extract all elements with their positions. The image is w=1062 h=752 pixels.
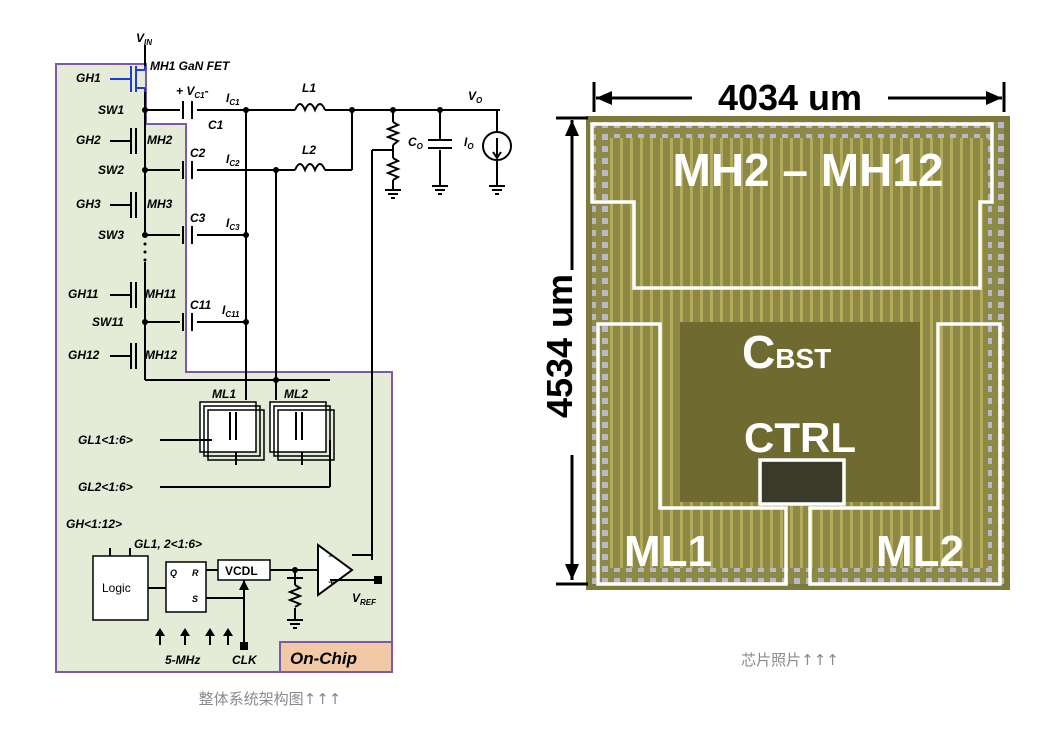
cap-label-c2: C2 <box>190 146 206 160</box>
on-chip-label: On-Chip <box>290 649 357 668</box>
ml1-region-outline <box>596 322 788 586</box>
ml1-block <box>199 401 265 461</box>
gate-label-gh11: GH11 <box>68 287 99 301</box>
ml1-chip-label: ML1 <box>624 527 712 576</box>
gl-bus-label: GL1, 2<1:6> <box>134 537 202 551</box>
co-label: CO <box>408 135 424 151</box>
logic-block <box>92 555 149 621</box>
ml2-label: ML2 <box>284 387 308 401</box>
comparator-plus: + <box>328 575 335 589</box>
cap-label-c1: C1 <box>208 118 224 132</box>
inductor-l2 <box>294 163 326 173</box>
ml2-block <box>269 401 335 461</box>
switch-label-sw3: SW3 <box>98 228 124 242</box>
fet-label-mh12: MH12 <box>145 348 177 362</box>
ml2-region-outline <box>808 322 1002 586</box>
vcdl-label: VCDL <box>225 564 258 578</box>
chip-width-label: 4034 um <box>718 77 862 118</box>
chip-photo-caption: 芯片照片↑↑↑ <box>741 651 839 669</box>
switch-label-sw2: SW2 <box>98 163 124 177</box>
comparator-minus: − <box>328 549 335 563</box>
gate-label-gh1: GH1 <box>76 71 101 85</box>
cbst-label: CBST <box>742 326 831 378</box>
latch-r-label: R <box>192 568 199 578</box>
mh3-fet-symbol <box>110 192 137 218</box>
current-source-io <box>482 131 512 161</box>
ml1-label: ML1 <box>212 387 236 401</box>
sr-latch <box>165 561 207 613</box>
io-label: IO <box>464 135 474 151</box>
logic-label: Logic <box>102 581 131 595</box>
five-mhz-label: 5-MHz <box>165 653 200 667</box>
latch-s-label: S <box>192 594 198 604</box>
mh1-fet-symbol <box>110 66 146 92</box>
gl2-bus-label: GL2<1:6> <box>78 480 133 494</box>
switch-label-sw1: SW1 <box>98 103 124 117</box>
architecture-caption: 整体系统架构图↑↑↑ <box>198 690 342 708</box>
fet-label-mh2: MH2 <box>147 133 173 147</box>
mh2-fet-symbol <box>110 128 137 154</box>
mh-region-label: MH2 – MH12 <box>673 144 944 196</box>
current-label-ic11: IC11 <box>222 303 240 319</box>
mh1-label: MH1 GaN FET <box>150 59 231 73</box>
current-label-ic3: IC3 <box>226 216 240 232</box>
clk-label: CLK <box>232 653 258 667</box>
gate-label-gh12: GH12 <box>68 348 100 362</box>
cap-label-c3: C3 <box>190 211 206 225</box>
chip-height-label: 4534 um <box>540 274 580 418</box>
latch-q-label: Q <box>170 568 177 578</box>
mh-region-outline <box>590 122 994 290</box>
gate-label-gh3: GH3 <box>76 197 101 211</box>
fet-label-mh3: MH3 <box>147 197 173 211</box>
current-label-ic1: IC1 <box>226 91 240 107</box>
gl1-bus-label: GL1<1:6> <box>78 433 133 447</box>
inductor-label-l1: L1 <box>302 81 316 95</box>
inductor-label-l2: L2 <box>302 143 316 157</box>
vo-label: VO <box>468 89 483 105</box>
vc1-label: + VC1- <box>176 84 209 100</box>
system-architecture-diagram: VIN MH1 GaN FET GH1 GH2 GH3 GH11 GH12 MH… <box>55 31 512 673</box>
mh11-fet-symbol <box>110 282 137 308</box>
on-chip-label-box <box>279 641 393 673</box>
mh12-fet-symbol <box>110 343 137 369</box>
chip-photo-panel: 4034 um 4534 um MH2 – MH12 CBST CTRL ML1… <box>539 0 1062 747</box>
ctrl-region-outline <box>758 458 846 506</box>
on-chip-region <box>55 63 393 673</box>
current-label-ic2: IC2 <box>226 152 240 168</box>
switch-label-sw11: SW11 <box>92 315 124 329</box>
inductor-l1 <box>294 103 326 113</box>
vref-label: VREF <box>352 591 377 607</box>
ctrl-label: CTRL <box>744 414 856 461</box>
ml2-chip-label: ML2 <box>876 527 964 576</box>
cap-label-c11: C11 <box>190 298 211 312</box>
gh-bus-label: GH<1:12> <box>66 517 122 531</box>
vin-label: VIN <box>136 31 152 47</box>
gate-label-gh2: GH2 <box>76 133 101 147</box>
fet-label-mh11: MH11 <box>145 287 176 301</box>
